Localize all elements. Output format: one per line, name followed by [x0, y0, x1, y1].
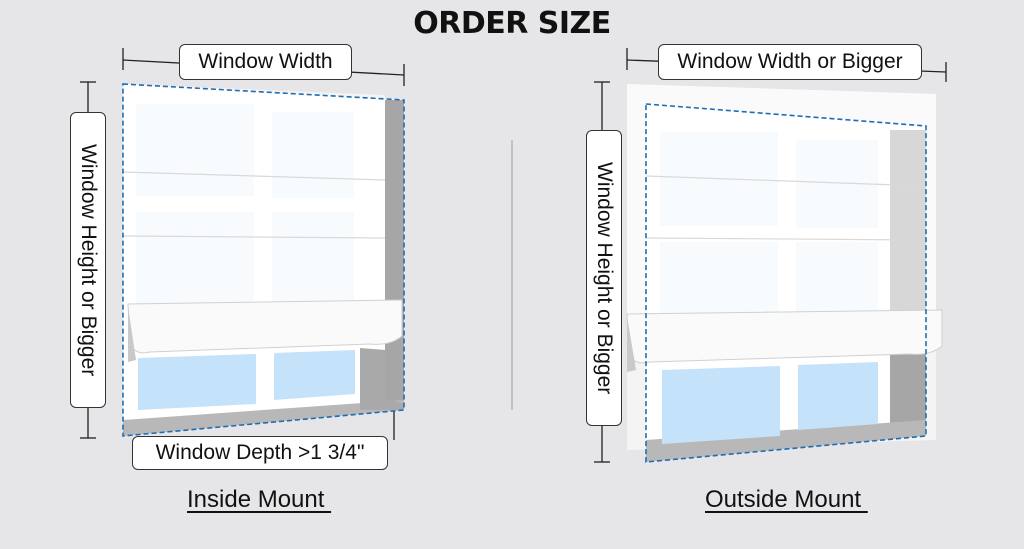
outside-height-label: Window Height or Bigger — [586, 130, 622, 426]
outside-mount-caption: Outside Mount — [705, 486, 868, 513]
inside-depth-label: Window Depth >1 3/4" — [132, 436, 388, 470]
page-title: ORDER SIZE — [413, 6, 611, 41]
inside-width-label: Window Width — [179, 44, 352, 80]
outside-mount-window — [594, 48, 947, 463]
outside-width-label: Window Width or Bigger — [658, 44, 922, 80]
inside-height-label: Window Height or Bigger — [70, 112, 106, 408]
inside-mount-window — [80, 48, 405, 440]
inside-mount-caption: Inside Mount — [187, 486, 332, 513]
